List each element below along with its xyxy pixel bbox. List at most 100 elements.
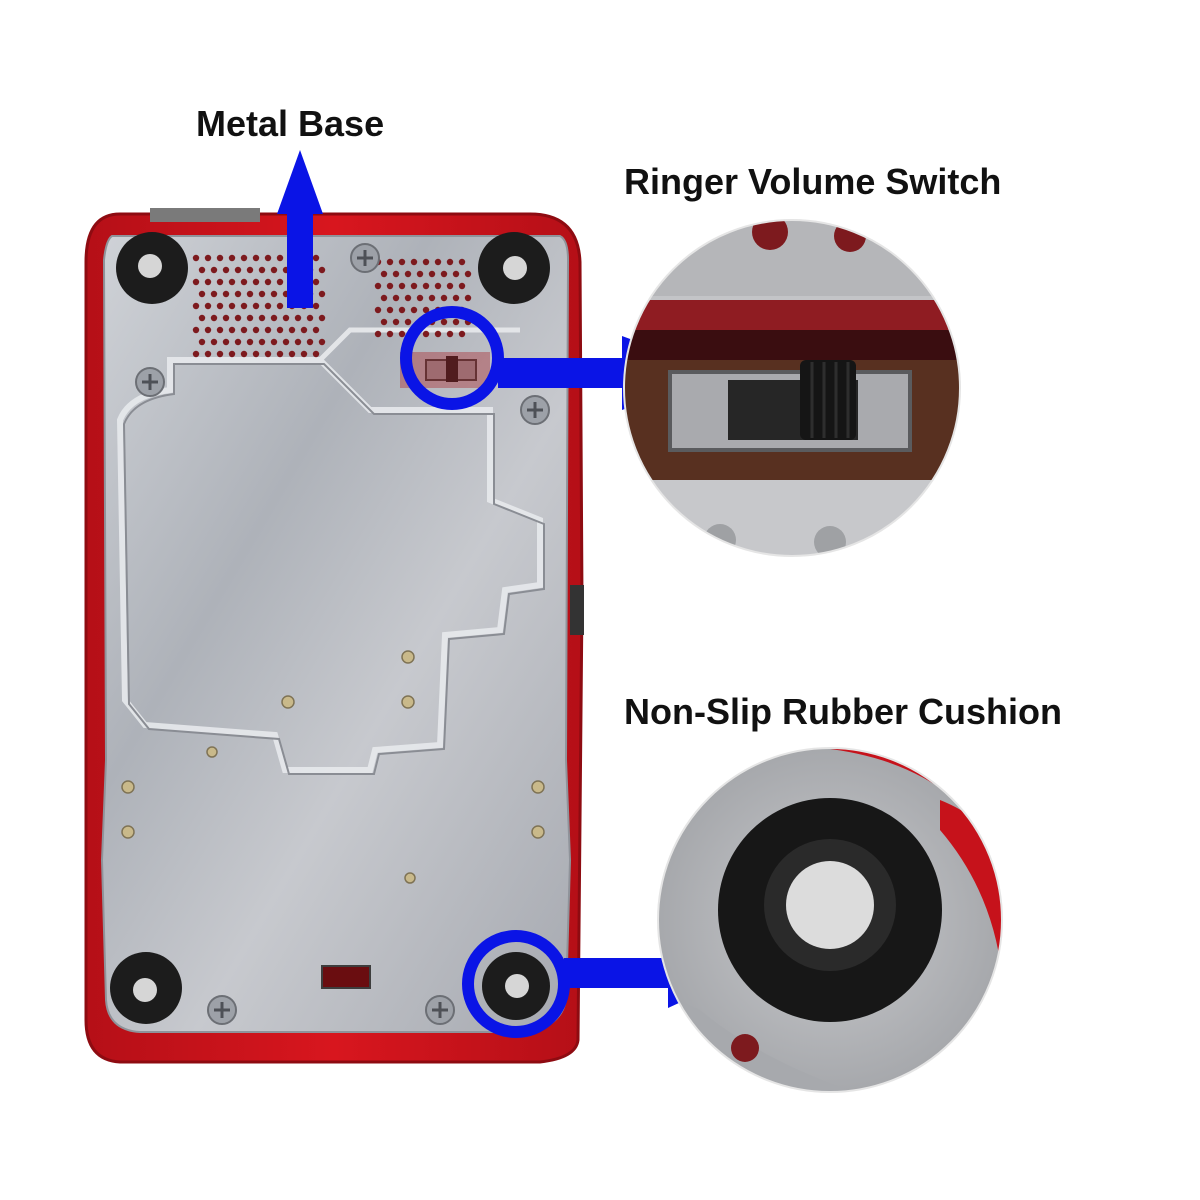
speaker-hole [392, 294, 400, 302]
speaker-hole [446, 282, 454, 290]
speaker-hole [192, 278, 200, 286]
speaker-hole [446, 330, 454, 338]
speaker-hole [252, 254, 260, 262]
label-non-slip-rubber-cushion: Non-Slip Rubber Cushion [624, 691, 1062, 732]
speaker-hole [416, 270, 424, 278]
speaker-hole [404, 270, 412, 278]
speaker-hole [252, 278, 260, 286]
speaker-hole [222, 266, 230, 274]
zoom-volume-switch [624, 220, 960, 556]
speaker-hole [422, 282, 430, 290]
speaker-hole [192, 326, 200, 334]
speaker-hole [300, 350, 308, 358]
speaker-hole [210, 266, 218, 274]
speaker-hole [318, 314, 326, 322]
speaker-hole [264, 254, 272, 262]
speaker-hole [434, 282, 442, 290]
speaker-hole [276, 278, 284, 286]
speaker-hole [204, 254, 212, 262]
speaker-hole [216, 254, 224, 262]
screw-top-center [350, 243, 380, 273]
speaker-hole [410, 306, 418, 314]
speaker-hole [246, 338, 254, 346]
speaker-hole [458, 258, 466, 266]
speaker-hole [464, 294, 472, 302]
metal-base-arrow [277, 150, 323, 308]
speaker-hole [234, 314, 242, 322]
speaker-hole [422, 306, 430, 314]
speaker-hole [258, 290, 266, 298]
speaker-hole [216, 278, 224, 286]
speaker-hole [288, 350, 296, 358]
speaker-hole [312, 350, 320, 358]
screw-bottom-left [207, 995, 237, 1025]
speaker-hole [258, 314, 266, 322]
rivets [121, 650, 545, 884]
rubber-foot-top-left [116, 232, 188, 304]
speaker-hole [276, 302, 284, 310]
speaker-hole [398, 258, 406, 266]
speaker-hole [428, 294, 436, 302]
speaker-hole [270, 266, 278, 274]
speaker-hole [234, 290, 242, 298]
speaker-hole [428, 270, 436, 278]
speaker-hole [300, 326, 308, 334]
speaker-hole [312, 278, 320, 286]
speaker-hole [416, 294, 424, 302]
rubber-foot-bottom-right [482, 952, 550, 1020]
speaker-hole [306, 338, 314, 346]
speaker-hole [410, 282, 418, 290]
speaker-hole [374, 330, 382, 338]
speaker-hole [216, 350, 224, 358]
speaker-hole [440, 294, 448, 302]
speaker-hole [294, 338, 302, 346]
speaker-hole [252, 350, 260, 358]
speaker-hole [204, 302, 212, 310]
speaker-hole [192, 254, 200, 262]
speaker-hole [410, 258, 418, 266]
speaker-hole [228, 278, 236, 286]
screw-bottom-right [425, 995, 455, 1025]
bottom-slot [321, 965, 371, 989]
speaker-hole [458, 282, 466, 290]
speaker-hole [440, 270, 448, 278]
speaker-hole [198, 290, 206, 298]
speaker-hole [270, 290, 278, 298]
speaker-hole [264, 278, 272, 286]
speaker-hole [380, 318, 388, 326]
speaker-hole [264, 350, 272, 358]
rubber-foot-bottom-left [110, 952, 182, 1024]
speaker-hole [404, 318, 412, 326]
speaker-hole [452, 318, 460, 326]
speaker-hole [422, 258, 430, 266]
speaker-hole [312, 254, 320, 262]
speaker-hole [246, 290, 254, 298]
volume-switch-small [400, 352, 490, 388]
speaker-hole [318, 266, 326, 274]
speaker-hole [288, 326, 296, 334]
speaker-hole [222, 314, 230, 322]
speaker-hole [216, 302, 224, 310]
speaker-hole [228, 350, 236, 358]
speaker-hole [380, 294, 388, 302]
speaker-hole [258, 338, 266, 346]
speaker-hole [240, 326, 248, 334]
speaker-hole [398, 282, 406, 290]
speaker-hole [246, 266, 254, 274]
speaker-grille-left [192, 254, 326, 358]
speaker-hole [210, 290, 218, 298]
speaker-hole [252, 302, 260, 310]
speaker-hole [434, 258, 442, 266]
speaker-hole [222, 338, 230, 346]
speaker-hole [276, 350, 284, 358]
speaker-hole [318, 338, 326, 346]
speaker-hole [374, 282, 382, 290]
speaker-hole [204, 278, 212, 286]
label-ringer-volume-switch: Ringer Volume Switch [624, 161, 1002, 202]
speaker-hole [210, 314, 218, 322]
speaker-hole [276, 254, 284, 262]
speaker-hole [192, 302, 200, 310]
speaker-hole [318, 290, 326, 298]
speaker-hole [264, 302, 272, 310]
